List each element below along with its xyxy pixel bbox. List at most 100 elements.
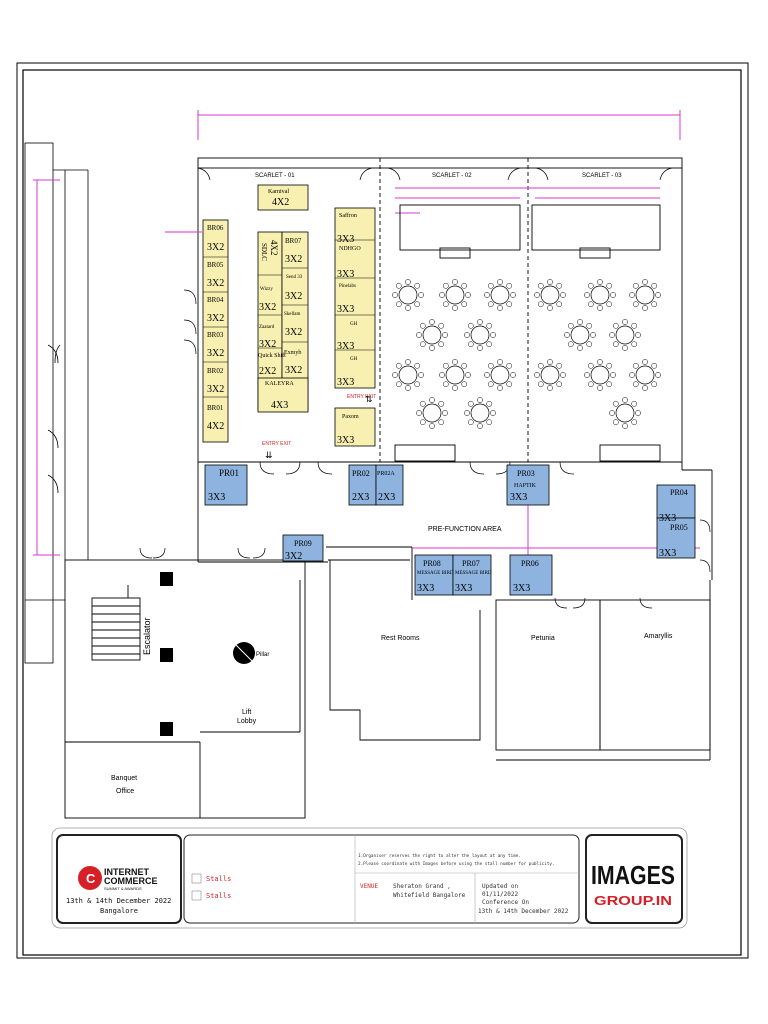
chair — [642, 305, 648, 311]
stall-pr09: PR09 — [294, 539, 312, 548]
stall-pinelabs: Pinelabs — [339, 284, 356, 289]
round-table — [540, 365, 560, 385]
chair — [547, 385, 553, 391]
pillar-label-1: Pillar — [160, 654, 173, 660]
stall-br04-id: BR04 — [207, 296, 224, 304]
stall-pr02a: PR02A — [377, 471, 395, 477]
round-table — [398, 285, 418, 305]
chair — [484, 292, 490, 298]
stall-pr02a-size: 2X3 — [378, 492, 395, 503]
round-table — [490, 365, 510, 385]
round-table — [540, 285, 560, 305]
room-pre-function: PRE-FUNCTION AREA — [428, 526, 502, 533]
chair — [442, 362, 449, 369]
chair — [465, 372, 471, 378]
chair — [556, 301, 563, 308]
stall-pr08: PR08 — [423, 559, 441, 568]
event-logo-box — [56, 834, 182, 924]
stall-paxom-size: 3X3 — [337, 435, 354, 446]
chair — [506, 362, 513, 369]
chair — [631, 341, 638, 348]
round-table — [590, 285, 610, 305]
chair — [465, 292, 471, 298]
note-2: 2.Please coordinate with Images before u… — [358, 861, 555, 867]
chair — [547, 305, 553, 311]
stall-br06-size: 3X2 — [207, 242, 224, 253]
stall-saffron: Saffron — [339, 212, 357, 219]
chair — [622, 397, 628, 403]
meeting-room-walls — [329, 560, 711, 761]
chair — [635, 332, 641, 338]
chair — [461, 362, 468, 369]
chair — [632, 282, 639, 289]
stall-pr08-size: 3X3 — [417, 583, 434, 594]
chair — [487, 282, 494, 289]
chair — [442, 381, 449, 388]
chair — [597, 279, 603, 285]
conference-dates: 13th & 14th December 2022 — [478, 908, 569, 915]
stall-skellam: Skellam — [284, 312, 300, 317]
main-hall-walls — [197, 157, 713, 600]
chair — [560, 292, 566, 298]
chair — [438, 341, 445, 348]
stall-exmyb: Exmyb — [284, 350, 301, 356]
chair — [395, 301, 402, 308]
images-logo-box — [585, 834, 683, 924]
chair — [490, 410, 496, 416]
stall-br05-id: BR05 — [207, 261, 224, 269]
legend-swatch-1 — [191, 873, 202, 884]
chair — [597, 385, 603, 391]
stall-pr04: PR04 — [670, 488, 688, 497]
chair — [464, 332, 470, 338]
chair — [461, 381, 468, 388]
pillar-label-2: Pillar — [256, 652, 269, 658]
logo-summit: SUMMIT & AWARDS — [104, 886, 142, 891]
legend-swatch-2 — [191, 890, 202, 901]
chair — [587, 381, 594, 388]
chair — [506, 282, 513, 289]
chair — [418, 372, 424, 378]
exit-arrow-icon: ⇅ — [365, 394, 373, 404]
footer-frame — [51, 827, 688, 929]
chair — [609, 332, 615, 338]
chair — [497, 279, 503, 285]
chair — [609, 410, 615, 416]
round-table — [445, 285, 465, 305]
stall-sdlc: SDLC — [260, 243, 268, 261]
stall-br07-size: 3X2 — [285, 254, 302, 265]
lift-label: Lift — [242, 709, 251, 716]
chair — [490, 332, 496, 338]
event-logo-mark — [78, 866, 102, 890]
stall-zaatard: Zaatard — [259, 325, 275, 330]
stall-br02-size: 3X2 — [207, 384, 224, 395]
room-scarlet-03: SCARLET - 03 — [582, 173, 622, 179]
stall-gh-1: GH — [350, 322, 358, 327]
images-logo-text: IMAGES — [591, 860, 675, 890]
stall-kaleyra: KALEYRA — [265, 381, 294, 387]
round-table — [570, 325, 590, 345]
chair — [467, 341, 474, 348]
round-table — [635, 285, 655, 305]
stall-br03-size: 3X2 — [207, 348, 224, 359]
chair — [635, 410, 641, 416]
chair — [655, 372, 661, 378]
chair — [612, 322, 619, 329]
stall-pr03-size: 3X3 — [510, 492, 527, 503]
chair — [651, 282, 658, 289]
lobby-label: Lobby — [237, 718, 257, 725]
chair — [537, 282, 544, 289]
stall-pr02-size: 2X3 — [352, 492, 369, 503]
page-border — [16, 62, 749, 959]
round-table — [490, 285, 510, 305]
chair — [429, 319, 435, 325]
chair — [632, 301, 639, 308]
chair — [405, 385, 411, 391]
room-scarlet-01: SCARLET - 01 — [255, 173, 295, 179]
pillar-block-1 — [160, 572, 173, 586]
chair — [461, 301, 468, 308]
stall-pr01: PR01 — [219, 468, 239, 478]
chair — [534, 292, 540, 298]
stall-br06-id: BR06 — [207, 224, 224, 232]
chair — [584, 372, 590, 378]
chair — [464, 410, 470, 416]
